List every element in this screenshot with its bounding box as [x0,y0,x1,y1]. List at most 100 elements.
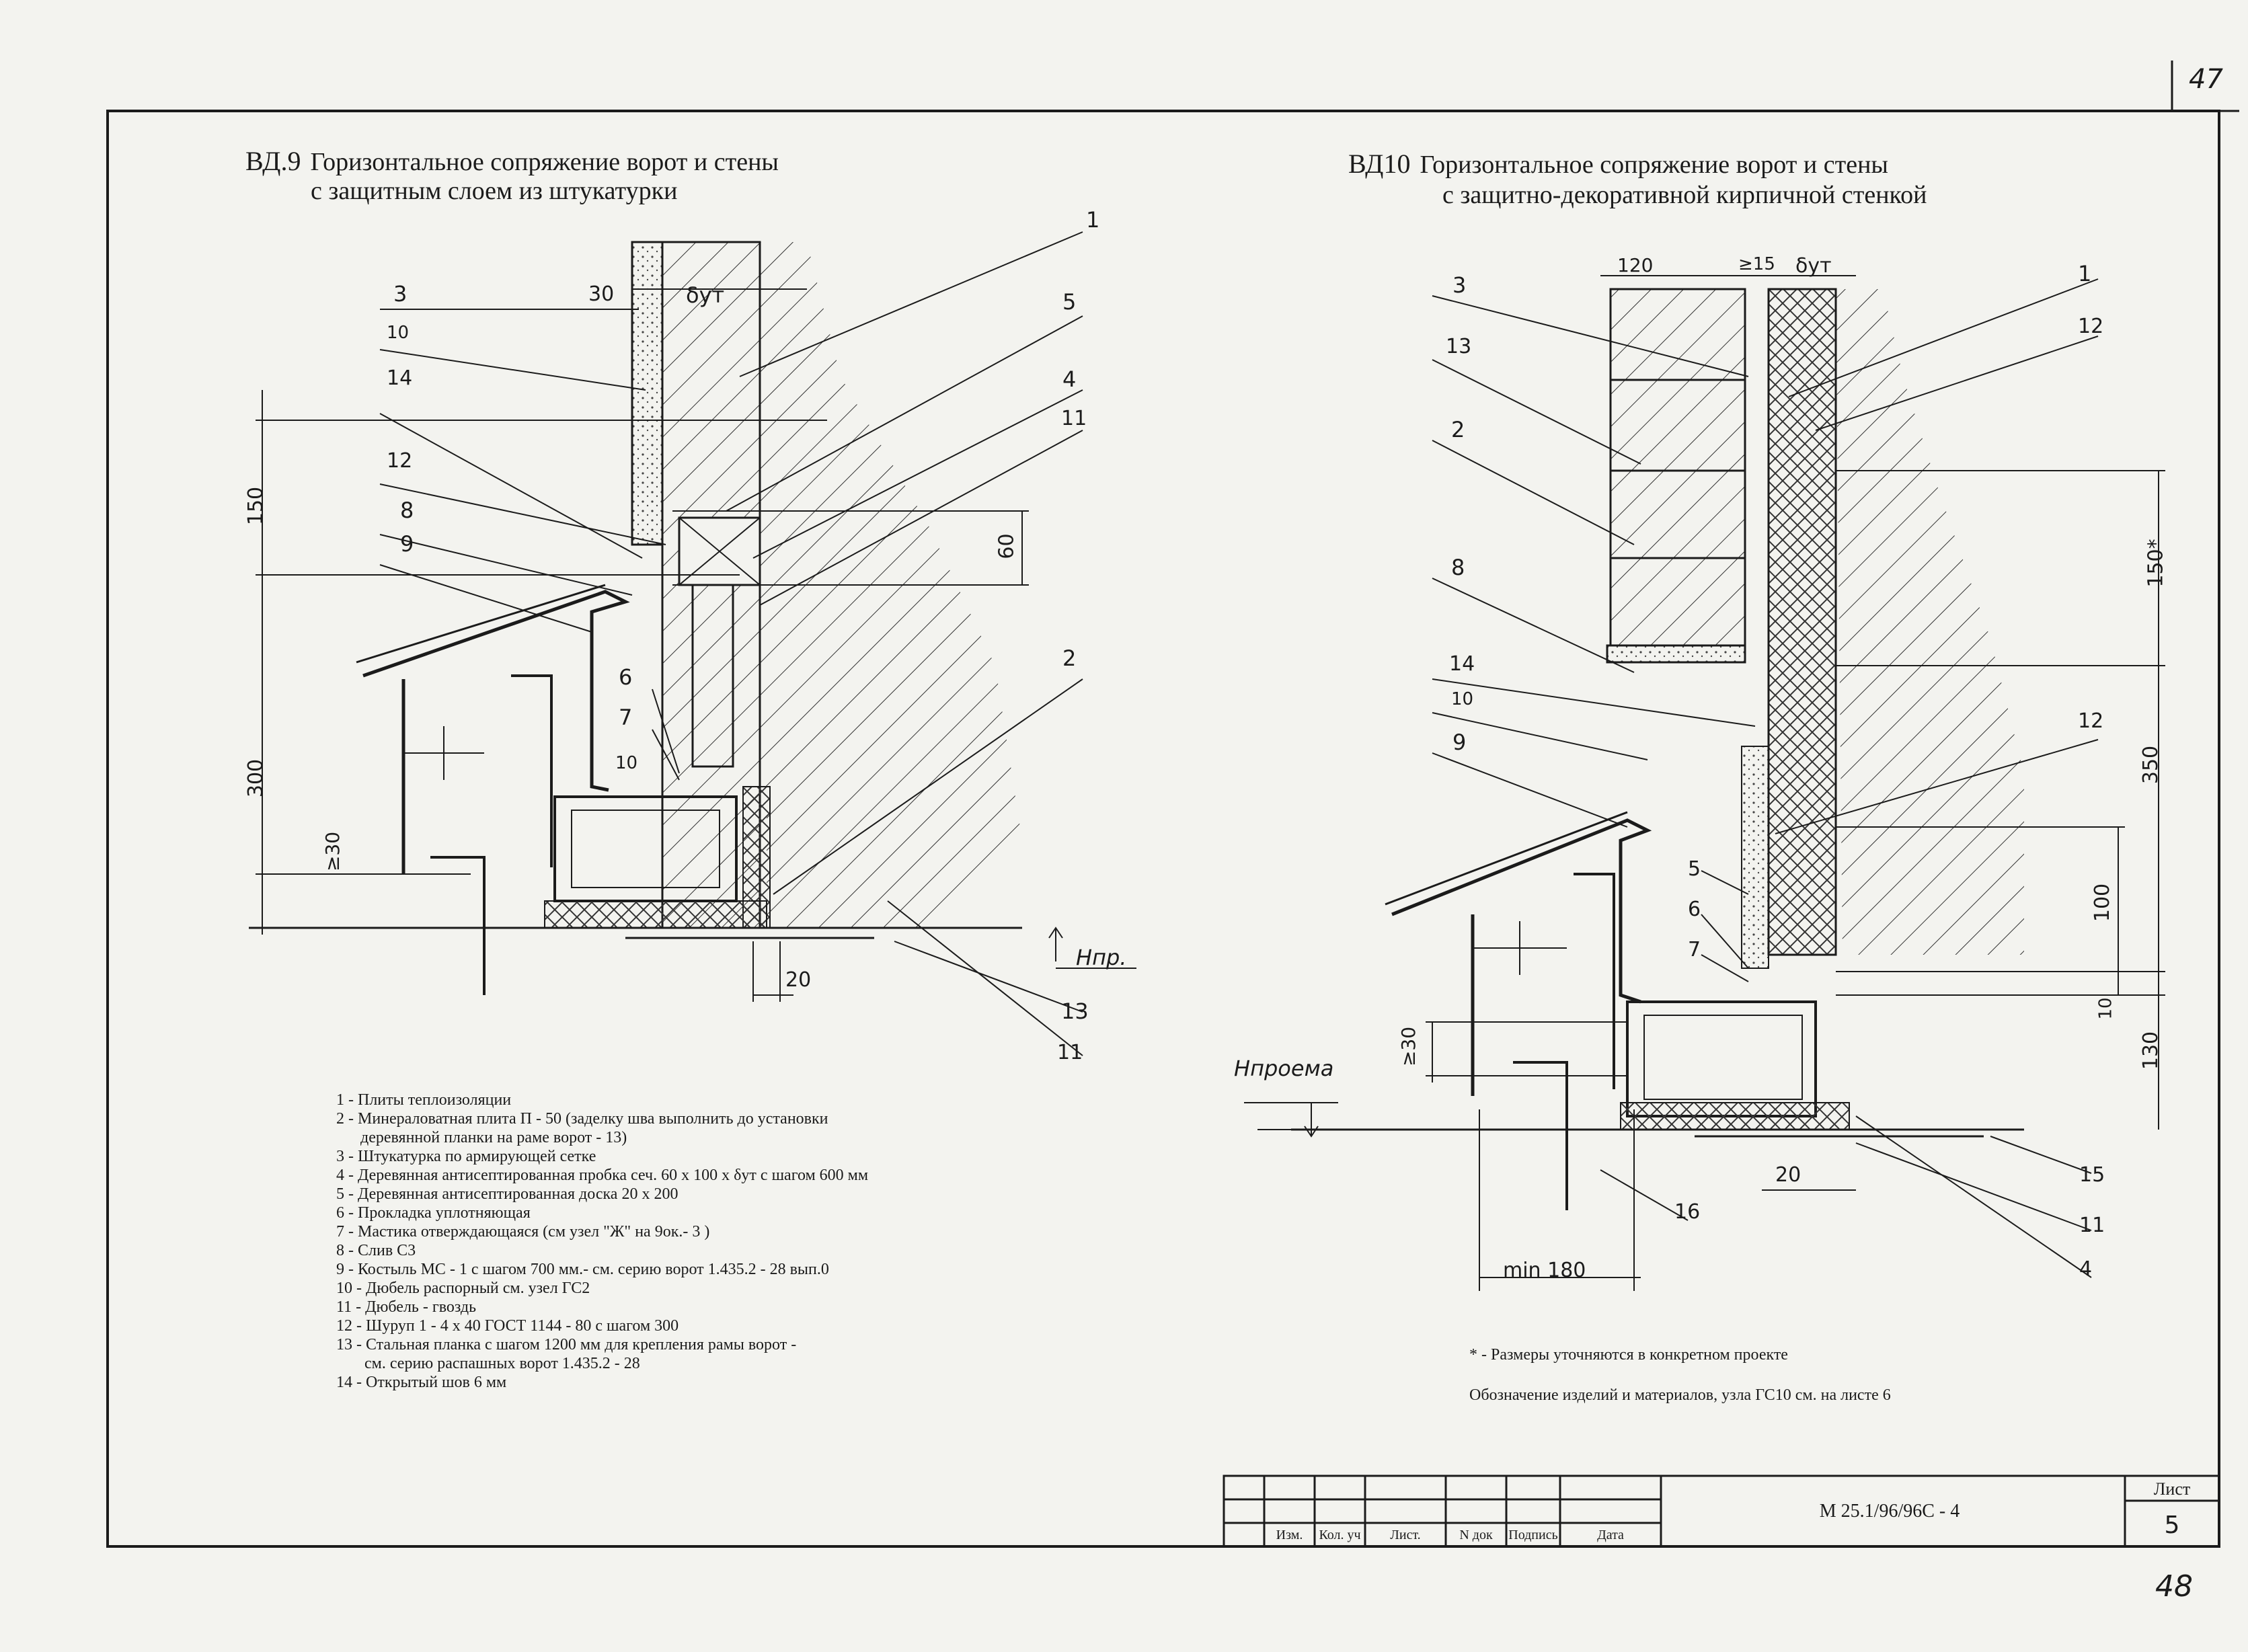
callout-vd9-13: 13 [1061,998,1089,1024]
plaster-vd9 [631,241,664,546]
callout-vd10-5: 5 [1688,857,1701,881]
note-asterisk: * - Размеры уточняются в конкретном прое… [1469,1346,1788,1364]
dimensions-vd10 [1426,275,2165,1291]
callout-vd9-7: 7 [619,705,633,730]
callout-vd10-4: 4 [2079,1257,2093,1281]
tb-header: Лист. [1390,1528,1421,1542]
callout-vd9-5: 5 [1062,289,1077,315]
tb-header: Подпись [1508,1528,1558,1542]
callout-vd10-12b: 12 [2078,709,2104,733]
dim-vd9-60: 60 [995,533,1019,559]
dim-vd9-30: 30 [588,282,615,306]
dim-vd10-120: 120 [1617,254,1654,276]
tb-header: Дата [1597,1528,1624,1542]
legend-item: 9 - Костыль МС - 1 с шагом 700 мм.- см. … [336,1261,829,1278]
callout-vd10-8: 8 [1451,555,1465,580]
callout-vd9-11b: 11 [1057,1041,1083,1064]
note-designation: Обозначение изделий и материалов, узла Г… [1469,1386,1891,1404]
callout-vd10-16: 16 [1674,1200,1701,1224]
level-vd9: Hпр. [1076,945,1127,970]
dim-vd10-350: 350 [2139,745,2163,785]
insulation-vd10 [1767,288,1837,956]
callout-vd10-9: 9 [1452,730,1467,755]
dim-vd9-10: 10 [615,753,638,773]
callout-vd9-14: 14 [387,366,413,390]
drip-vd10 [1391,818,1652,1004]
brick-wall-vd10 [1606,288,1746,664]
legend-item: 11 - Дюбель - гвоздь [336,1298,477,1316]
dim-vd10-10: 10 [2095,997,2116,1020]
callout-vd9-1: 1 [1086,207,1100,233]
title-vd10: ВД10 Горизонтальное сопряжение ворот и ст… [1348,149,1888,180]
callout-vd9-9: 9 [400,531,414,557]
page-number-top: 47 [2189,64,2223,95]
callout-vd10-3: 3 [1452,272,1467,298]
legend-item: 8 - Слив С3 [336,1242,416,1259]
tb-header: N док [1459,1528,1493,1542]
dim-vd9-150: 150 [244,486,268,526]
legend-item: 13 - Стальная планка с шагом 1200 мм для… [336,1336,797,1353]
callout-vd9-6: 6 [619,664,633,690]
title-vd10-line1: Горизонтальное сопряжение ворот и стены [1420,151,1888,179]
callout-vd10-14: 14 [1449,652,1475,676]
dim-vd9-but: δут [686,282,725,308]
callout-vd10-11: 11 [2079,1214,2105,1237]
legend-item: 12 - Шуруп 1 - 4 x 40 ГОСТ 1144 - 80 с ш… [336,1317,679,1335]
title-vd9-line1: Горизонтальное сопряжение ворот и стены [310,148,779,176]
title-vd10-line2: с защитно-декоративной кирпичной стенкой [1442,181,1927,209]
legend-item: 7 - Мастика отверждающаяся (см узел "Ж" … [336,1223,710,1241]
dim-vd10-but: δут [1795,254,1832,278]
legend-item: 3 - Штукатурка по армирующей сетке [336,1148,596,1165]
callout-vd10-13: 13 [1446,335,1472,358]
sheet-label: Лист [2153,1479,2191,1499]
legend-item: 4 - Деревянная антисептированная пробка … [336,1167,869,1184]
dim-vd10-20: 20 [1775,1163,1801,1187]
document-code: М 25.1/96/96С - 4 [1819,1501,1960,1522]
title-block [1223,1474,2220,1548]
detail-vd10 [1244,275,2165,1291]
sheet-frame [106,61,2239,1548]
legend-item: см. серию распашных ворот 1.435.2 - 28 [336,1355,640,1372]
tb-header: Изм. [1276,1528,1303,1542]
dim-vd10-100: 100 [2091,883,2115,922]
dim-vd9-20: 20 [785,968,812,992]
board-vd10 [1741,746,1769,969]
dim-vd10-150: 150* [2144,539,2168,588]
callout-vd9-2: 2 [1062,645,1077,671]
legend-item: 2 - Минераловатная плита П - 50 (заделку… [336,1110,828,1128]
callout-vd10-12: 12 [2078,315,2104,338]
legend-item: 10 - Дюбель распорный см. узел ГС2 [336,1280,590,1297]
drip-vd9 [362,590,630,792]
callout-vd10-1: 1 [2078,261,2092,286]
legend-item: 5 - Деревянная антисептированная доска 2… [336,1185,679,1203]
detail-code-vd10: ВД10 [1348,149,1411,179]
dim-vd9-30b: ≥30 [321,831,344,872]
legend-item: 1 - Плиты теплоизоляции [336,1091,512,1109]
legend-item: деревянной планки на раме ворот - 13) [336,1129,627,1146]
tb-header: Кол. уч [1319,1528,1361,1542]
dim-vd9-300: 300 [244,758,268,798]
page-number-bottom: 48 [2155,1569,2193,1604]
callout-vd9-11: 11 [1061,407,1087,430]
callout-vd10-10: 10 [1451,689,1474,709]
legend-item: 6 - Прокладка уплотняющая [336,1204,531,1222]
callout-vd9-3: 3 [393,281,408,307]
callout-vd10-2: 2 [1451,417,1465,442]
title-vd9-line2: с защитным слоем из штукатурки [311,177,678,205]
callout-vd9-12: 12 [387,449,413,473]
callout-vd10-15: 15 [2079,1163,2105,1187]
level-vd10: Hпроема [1234,1056,1334,1081]
callout-vd9-10: 10 [387,323,410,343]
dimensions-vd9 [256,288,1029,1002]
dim-vd10-130: 130 [2139,1031,2163,1070]
dim-vd10-30: ≥30 [1397,1026,1420,1067]
callout-vd9-4: 4 [1062,366,1077,392]
dim-vd10-15: ≥15 [1738,254,1775,274]
wall-vd10 [1836,289,2024,955]
detail-vd9 [249,231,1136,1056]
leaders-vd10 [1432,278,2099,1278]
callout-vd9-8: 8 [400,498,414,523]
